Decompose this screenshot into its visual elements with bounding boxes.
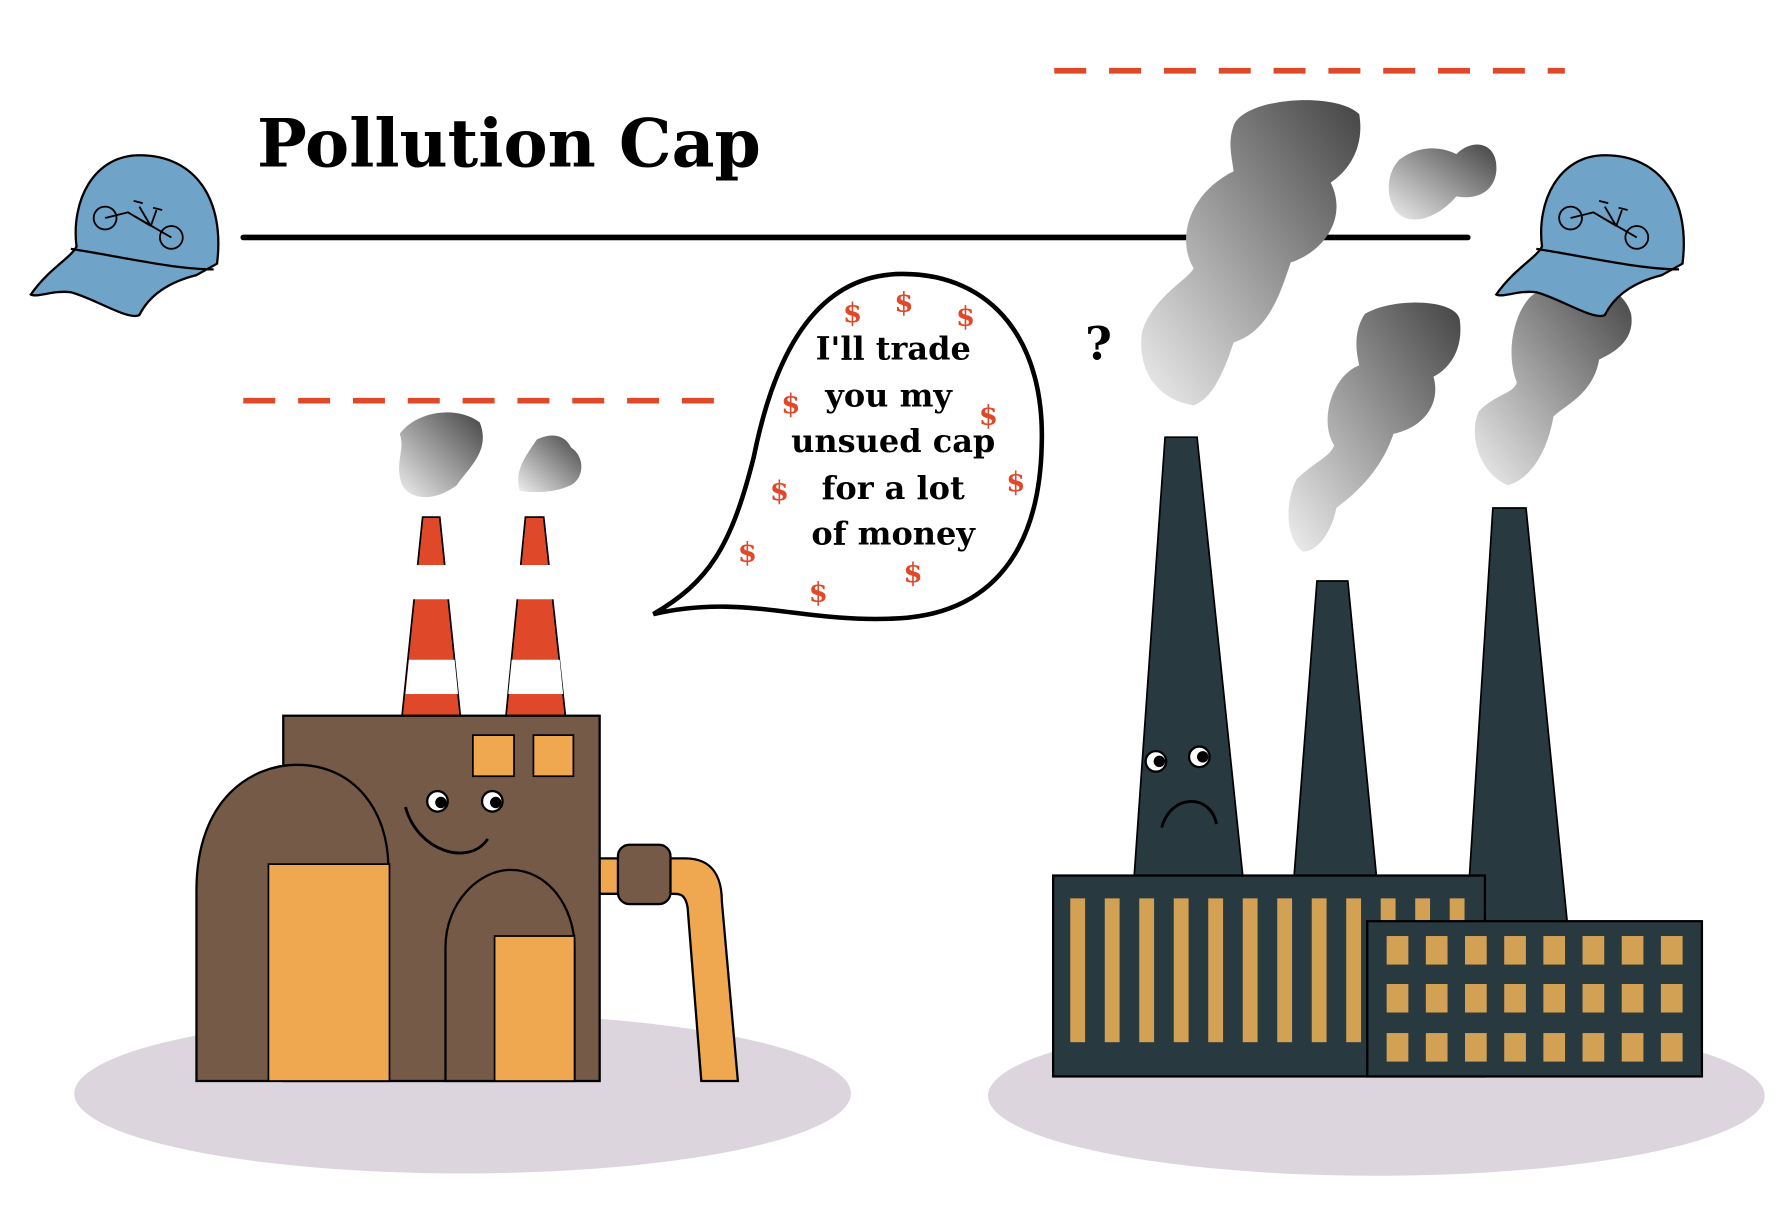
window: [1543, 983, 1566, 1013]
dollar-icon: $: [809, 577, 828, 609]
dollar-icon: $: [903, 557, 922, 589]
title: Pollution Cap: [257, 105, 761, 183]
dollar-icon: $: [1006, 466, 1025, 498]
cap-hat-right-icon: [1495, 154, 1685, 318]
window-stripe: [1311, 898, 1327, 1043]
smoke-plume: [1388, 144, 1497, 220]
dollar-icon: $: [843, 297, 862, 329]
window: [1504, 983, 1526, 1013]
window: [1504, 936, 1526, 965]
dirty-factory: [1051, 100, 1704, 1078]
dollar-icon: $: [781, 388, 800, 420]
smoke-plume: [1474, 280, 1632, 486]
cap-hat-left-icon: [29, 154, 220, 318]
smoke-plume: [1288, 302, 1461, 552]
window: [1465, 983, 1487, 1013]
window: [1621, 936, 1644, 965]
window-stripe: [1346, 898, 1362, 1043]
speech-line: of money: [811, 515, 976, 553]
window: [1465, 1033, 1487, 1062]
window: [1582, 1033, 1605, 1062]
dollar-icon: $: [770, 475, 789, 507]
window: [1582, 936, 1605, 965]
window: [1543, 936, 1566, 965]
speech-line: you my: [824, 376, 953, 414]
dollar-icon: $: [894, 287, 913, 319]
window: [1660, 936, 1683, 965]
speech-line: for a lot: [822, 469, 965, 507]
smoke-plume: [1141, 100, 1361, 406]
window-stripe: [1070, 898, 1086, 1043]
window: [1386, 983, 1409, 1013]
window: [1425, 1033, 1448, 1062]
happy-face: [404, 789, 504, 855]
window: [1386, 1033, 1409, 1062]
window: [1425, 936, 1448, 965]
speech-line: I'll trade: [816, 330, 971, 368]
speech-line: unsued cap: [791, 422, 995, 460]
window: [1660, 983, 1683, 1013]
speech-bubble: I'll trade you my unsued cap for a lot o…: [652, 271, 1045, 622]
window: [1582, 983, 1605, 1013]
dollar-icon: $: [956, 300, 975, 332]
window-stripe: [1173, 898, 1189, 1043]
clean-factory: [195, 412, 740, 1083]
window: [1621, 983, 1644, 1013]
window: [1543, 1033, 1566, 1062]
window: [1504, 1033, 1526, 1062]
window: [1660, 1033, 1683, 1062]
window-stripe: [1104, 898, 1120, 1043]
window-stripe: [1139, 898, 1155, 1043]
window: [1425, 983, 1448, 1013]
question-mark: ?: [1085, 317, 1112, 371]
dollar-icon: $: [979, 400, 998, 432]
sad-face: [1144, 745, 1218, 828]
dollar-icon: $: [738, 537, 757, 569]
window-stripe: [1277, 898, 1293, 1043]
window: [1386, 936, 1409, 965]
window-stripe: [1208, 898, 1224, 1043]
window-stripe: [1242, 898, 1258, 1043]
window: [1621, 1033, 1644, 1062]
window: [1465, 936, 1487, 965]
